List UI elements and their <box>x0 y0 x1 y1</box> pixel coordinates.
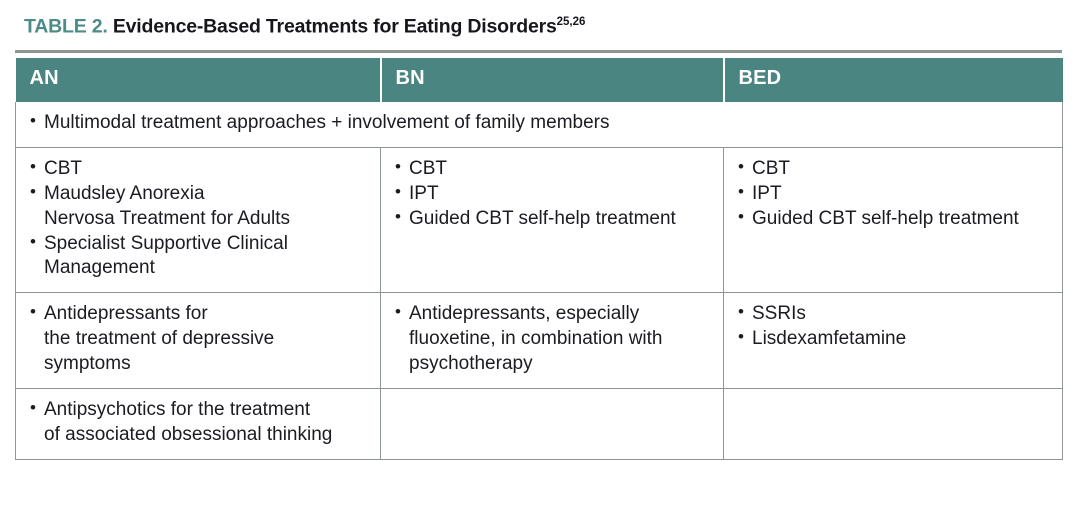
list-item: Multimodal treatment approaches + involv… <box>29 110 1050 136</box>
column-header-an: AN <box>15 58 382 102</box>
bullet-list: CBT IPT Guided CBT self-help treatment <box>737 156 1050 232</box>
table-caption-title: Evidence-Based Treatments for Eating Dis… <box>107 15 557 38</box>
table-caption: TABLE 2. Evidence-Based Treatments for E… <box>24 15 586 38</box>
column-header-bed: BED <box>723 58 1063 102</box>
cell-an-pharmacotherapy: Antidepressants for the treatment of dep… <box>15 292 381 389</box>
bullet-list: Antidepressants for the treatment of dep… <box>29 301 368 377</box>
list-item: CBT <box>737 156 1050 182</box>
cell-bed-pharmacotherapy: SSRIs Lisdexamfetamine <box>723 292 1063 389</box>
cell-an-antipsychotics: Antipsychotics for the treatment of asso… <box>15 388 381 460</box>
cell-bn-psychotherapy: CBT IPT Guided CBT self-help treatment <box>380 147 724 294</box>
table-header-row: AN BN BED <box>15 58 1063 102</box>
list-item: IPT <box>737 181 1050 207</box>
cell-bed-antipsychotics-empty <box>723 388 1063 460</box>
list-item: CBT <box>29 156 368 182</box>
list-item: Specialist Supportive Clinical Managemen… <box>29 231 368 282</box>
table-container: AN BN BED Multimodal treatment approache… <box>15 58 1063 460</box>
table-caption-reference: 25,26 <box>556 16 586 28</box>
title-divider <box>15 50 1062 53</box>
list-item: Guided CBT self-help treatment <box>394 206 711 232</box>
list-item: Antipsychotics for the treatment of asso… <box>29 397 368 448</box>
list-item: Maudsley Anorexia Nervosa Treatment for … <box>29 181 368 232</box>
bullet-list: SSRIs Lisdexamfetamine <box>737 301 1050 352</box>
table-body: Multimodal treatment approaches + involv… <box>15 102 1063 460</box>
evidence-based-treatments-table: AN BN BED Multimodal treatment approache… <box>15 58 1063 460</box>
bullet-list: Antidepressants, especially fluoxetine, … <box>394 301 711 377</box>
list-item: Lisdexamfetamine <box>737 326 1050 352</box>
table-row: Antidepressants for the treatment of dep… <box>15 292 1063 389</box>
list-item: Antidepressants, especially fluoxetine, … <box>394 301 711 377</box>
cell-bn-pharmacotherapy: Antidepressants, especially fluoxetine, … <box>380 292 724 389</box>
column-header-bn: BN <box>380 58 725 102</box>
table-row: CBT Maudsley Anorexia Nervosa Treatment … <box>15 147 1063 294</box>
list-item: CBT <box>394 156 711 182</box>
cell-bn-antipsychotics-empty <box>380 388 724 460</box>
cell-shared-treatments: Multimodal treatment approaches + involv… <box>15 102 1063 148</box>
list-item: SSRIs <box>737 301 1050 327</box>
table-row: Antipsychotics for the treatment of asso… <box>15 388 1063 460</box>
list-item: Guided CBT self-help treatment <box>737 206 1050 232</box>
table-caption-label: TABLE 2. <box>24 15 108 38</box>
table-header: AN BN BED <box>15 58 1063 102</box>
bullet-list: Antipsychotics for the treatment of asso… <box>29 397 368 448</box>
bullet-list: CBT Maudsley Anorexia Nervosa Treatment … <box>29 156 368 282</box>
cell-an-psychotherapy: CBT Maudsley Anorexia Nervosa Treatment … <box>15 147 381 294</box>
list-item: IPT <box>394 181 711 207</box>
bullet-list: CBT IPT Guided CBT self-help treatment <box>394 156 711 232</box>
cell-bed-psychotherapy: CBT IPT Guided CBT self-help treatment <box>723 147 1063 294</box>
table-row: Multimodal treatment approaches + involv… <box>15 102 1063 148</box>
list-item: Antidepressants for the treatment of dep… <box>29 301 368 377</box>
bullet-list: Multimodal treatment approaches + involv… <box>29 110 1050 136</box>
